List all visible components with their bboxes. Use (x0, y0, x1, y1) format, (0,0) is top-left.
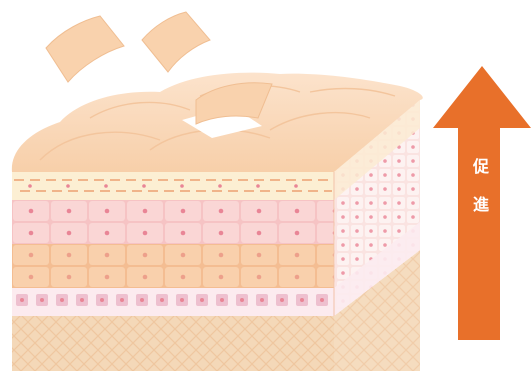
spinous-layer-upper (12, 200, 334, 244)
flake-right (142, 12, 210, 72)
spinous-layer-lower (12, 244, 334, 288)
arrow-label-line2: 進 (463, 186, 499, 224)
granular-layer (12, 172, 334, 200)
dermis-front (12, 316, 334, 371)
arrow-label: 促 進 (463, 148, 499, 224)
flake-left (46, 16, 124, 82)
arrow-label-line1: 促 (463, 148, 499, 186)
